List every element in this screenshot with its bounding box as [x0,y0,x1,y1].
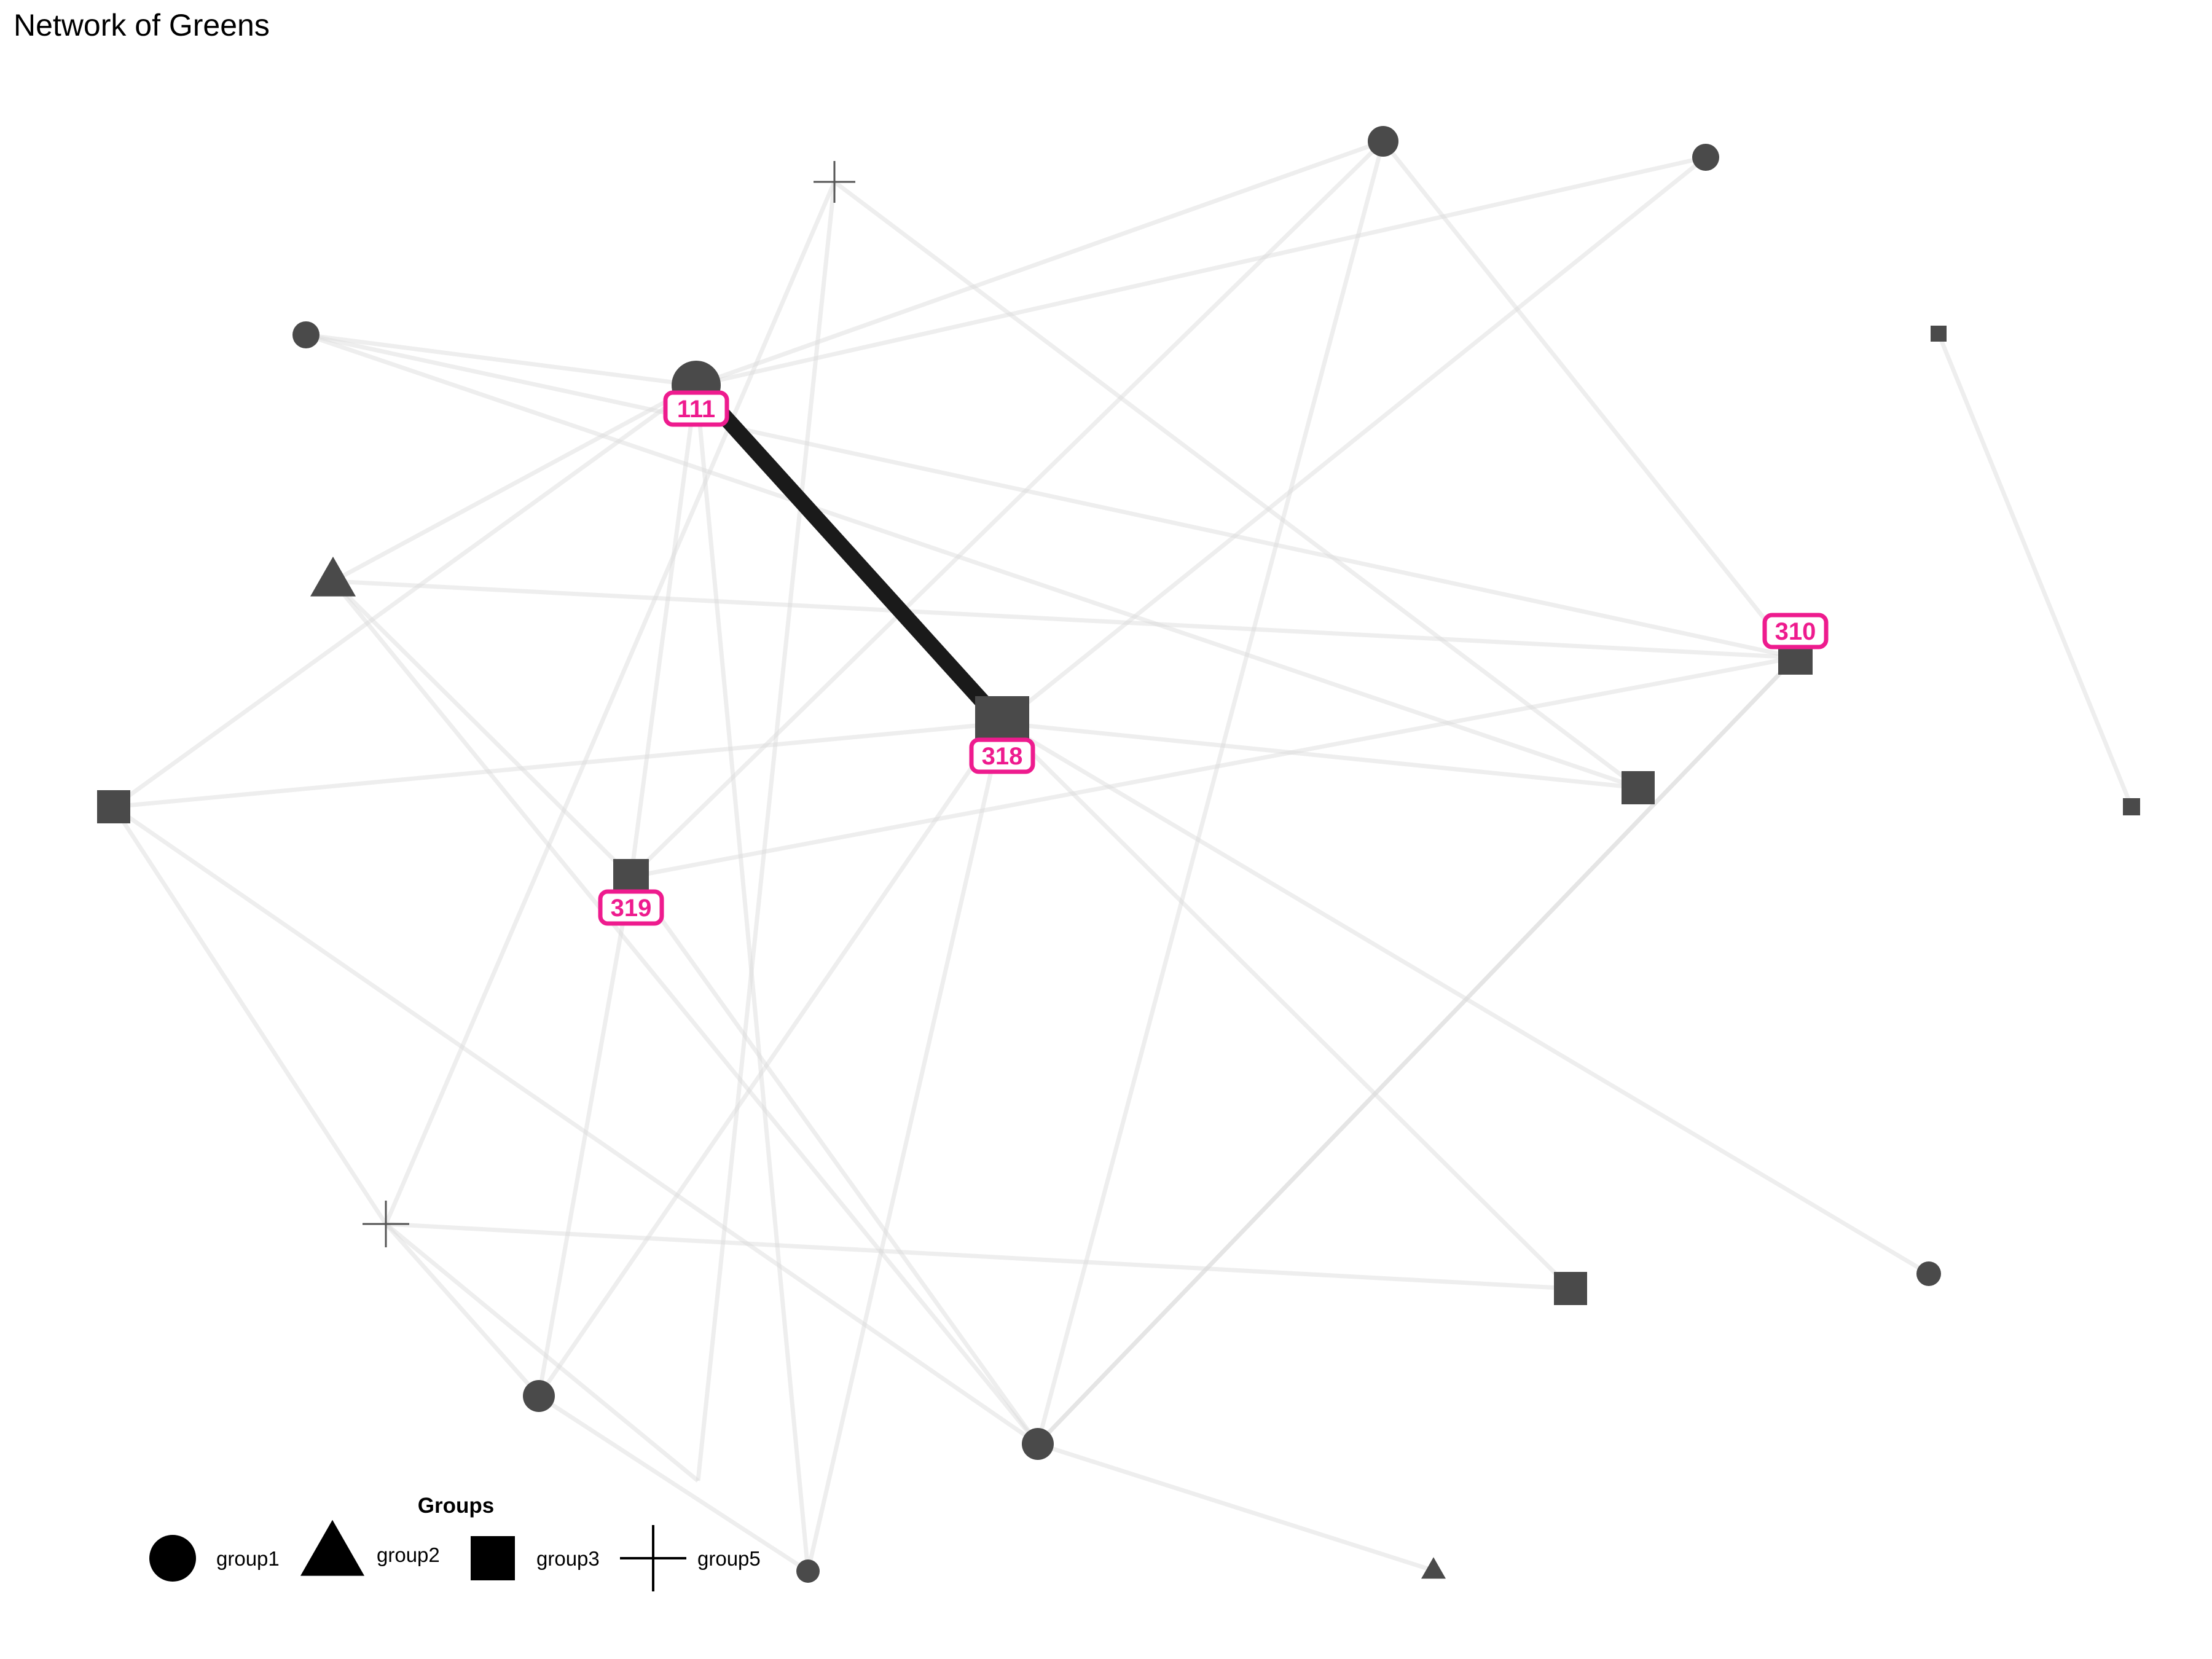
edge-318-o [806,723,1005,1572]
edge-f-319 [331,579,633,879]
node-o [796,1559,820,1583]
edge-f-310 [332,579,1796,660]
edge-a-h [833,180,1640,790]
node-f [310,556,356,597]
edge-111-d [305,332,697,388]
node-label-text: 310 [1775,618,1816,645]
edge-111-b [695,139,1384,388]
edge-a-p [696,181,837,1481]
edge-g-j [112,806,388,1225]
edge-310-n [1036,656,1797,1446]
legend-item-group2: group2 [300,1520,440,1576]
edge-layer [112,139,2134,1573]
edge-318-m [1000,721,1572,1290]
edge-j-m [385,1222,1571,1291]
legend-symbol-triangle [300,1520,364,1576]
edge-g-318 [113,721,1003,809]
node-a [814,161,855,203]
node-label-318: 318 [969,737,1035,774]
node-m [1554,1272,1587,1305]
node-label-layer: 111 318 310 319 [598,390,1829,926]
legend-label: group2 [377,1543,440,1566]
edge-d-h [305,332,1639,790]
edge-310-n [1036,656,1797,1446]
edge-e-i [1936,332,2134,808]
edge-g-n [112,805,1039,1446]
edge-111-c [696,155,1706,388]
legend-label: group5 [697,1547,761,1570]
legend-title: Groups [418,1494,494,1518]
node-label-text: 319 [611,895,652,922]
node-k [523,1380,555,1412]
edge-318-l [1001,721,1930,1276]
edge-j-k [384,1222,541,1398]
edge-f-n [331,579,1040,1446]
edge-319-k [536,876,633,1397]
legend: Groups group1 group2 group3 group5 [149,1494,761,1591]
node-g [97,790,130,823]
edge-b-310 [1381,139,1797,659]
legend-label: group1 [216,1547,280,1570]
legend-symbol-circle [149,1535,196,1582]
edge-111-o [694,385,810,1572]
node-q [1421,1557,1446,1579]
node-label-319: 319 [598,889,664,926]
node-label-text: 318 [982,743,1023,770]
node-label-310: 310 [1762,613,1829,649]
edge-319-310 [630,655,1796,879]
node-319 [613,859,649,895]
edge-a-j [383,181,837,1225]
node-l [1916,1261,1941,1286]
chart-title: Network of Greens [14,8,270,42]
legend-item-group1: group1 [149,1535,280,1582]
node-h [1622,771,1655,804]
node-d [292,321,320,348]
legend-symbol-plus [620,1525,686,1591]
legend-item-group3: group3 [471,1536,600,1580]
node-e [1931,326,1947,342]
node-label-text: 111 [677,396,715,423]
node-c [1692,144,1719,171]
edge-318-k [537,722,1004,1397]
node-n [1022,1428,1054,1460]
node-j [363,1201,409,1247]
edge-b-319 [629,139,1385,879]
edge-319-n [629,875,1040,1446]
edge-j-p [384,1222,700,1483]
edge-n-q [1037,1441,1435,1573]
edge-111-g [112,383,698,809]
edge-c-318 [1000,155,1708,725]
edge-111-319 [629,385,699,877]
node-i [2123,798,2140,815]
edge-d-310 [305,332,1796,660]
node-layer [97,126,2140,1583]
node-label-111: 111 [663,390,729,427]
node-b [1368,126,1398,157]
edge-k-o [538,1394,809,1573]
edge-b-n [1035,141,1386,1445]
edge-strong-111-318 [690,380,1008,729]
legend-item-group5: group5 [620,1525,761,1591]
edge-318-h [1002,721,1639,790]
legend-symbol-square [471,1536,515,1580]
legend-label: group3 [536,1547,600,1570]
edge-111-f [332,383,697,584]
